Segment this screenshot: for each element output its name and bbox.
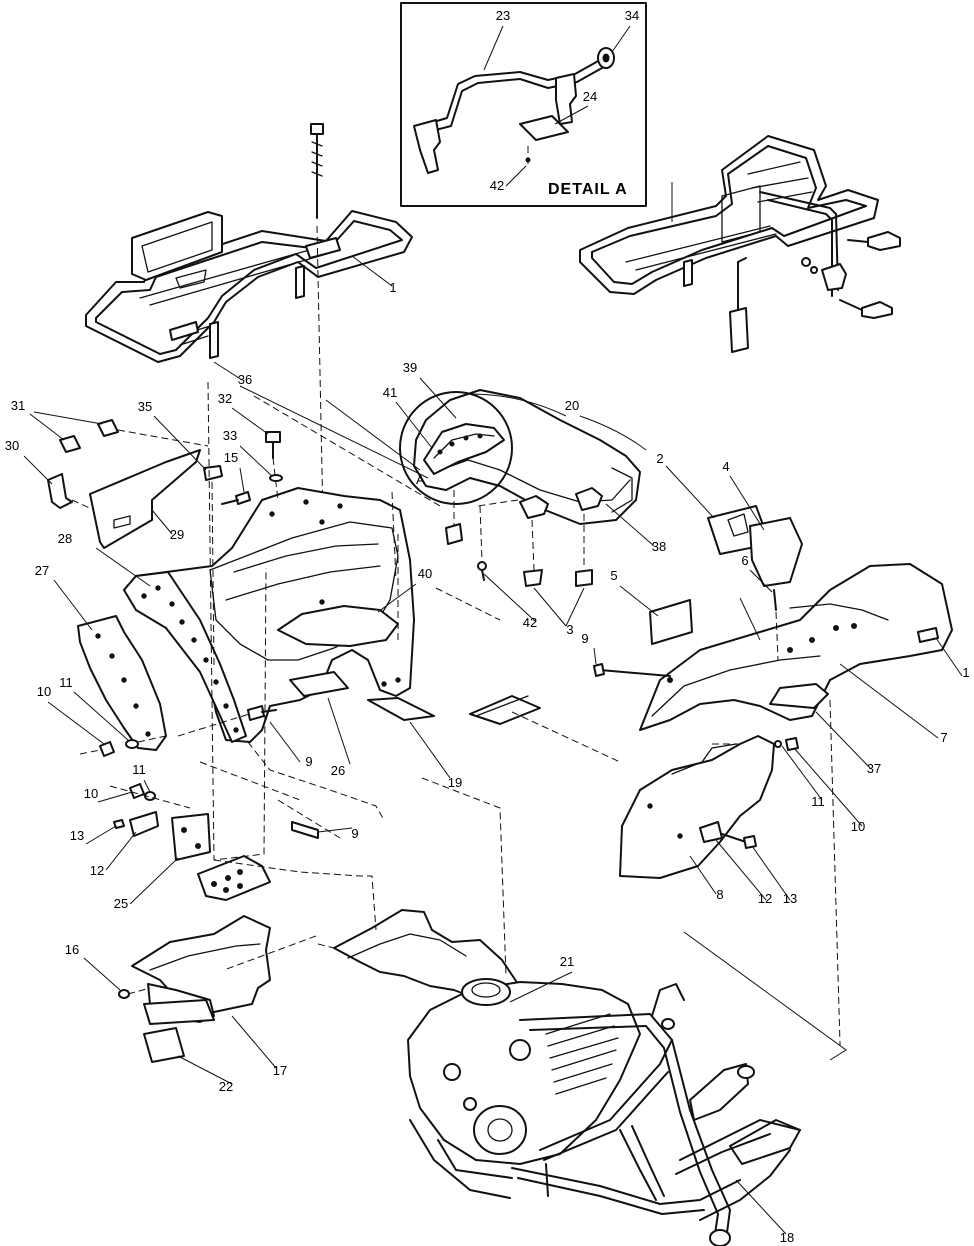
callout-c10c: 10 xyxy=(851,819,865,834)
callout-c7: 7 xyxy=(940,730,947,745)
callout-c13a: 13 xyxy=(70,828,84,843)
callout-c20: 20 xyxy=(565,398,579,413)
alignment-lines xyxy=(199,381,847,1061)
detail-a-title: DETAIL A xyxy=(548,181,628,198)
callout-c23: 23 xyxy=(496,8,510,23)
callout-c10a: 10 xyxy=(37,684,51,699)
callout-c9b: 9 xyxy=(305,754,312,769)
rear-fender-hardware xyxy=(23,407,283,905)
callout-c5: 5 xyxy=(610,568,617,583)
callout-c17: 17 xyxy=(273,1063,287,1078)
front-fender xyxy=(593,465,963,827)
callout-c32: 32 xyxy=(218,391,232,406)
callout-c18: 18 xyxy=(780,1230,794,1245)
callout-c13b: 13 xyxy=(783,891,797,906)
detail-a-marker: A xyxy=(416,472,425,487)
callout-c1b: 1 xyxy=(962,665,969,680)
callout-c1a: 1 xyxy=(389,280,396,295)
callout-c4: 4 xyxy=(722,459,729,474)
callout-c28: 28 xyxy=(58,531,72,546)
callout-c11b: 11 xyxy=(132,762,146,777)
fender-rivets xyxy=(141,499,401,733)
battery-box xyxy=(83,915,277,1085)
callout-c21: 21 xyxy=(560,954,574,969)
callout-c29: 29 xyxy=(170,527,184,542)
callout-c3: 3 xyxy=(566,622,573,637)
callout-c41: 41 xyxy=(383,385,397,400)
callout-c15: 15 xyxy=(224,450,238,465)
callout-c42b: 42 xyxy=(523,615,537,630)
callout-c33: 33 xyxy=(223,428,237,443)
rear-fender xyxy=(53,487,451,839)
callout-c2: 2 xyxy=(656,451,663,466)
callout-c36: 36 xyxy=(238,372,252,387)
callout-c39: 39 xyxy=(403,360,417,375)
rack-alternate-view xyxy=(579,135,901,353)
detail-a-inset: DETAIL A xyxy=(400,2,647,207)
callout-c6: 6 xyxy=(741,553,748,568)
seat: A xyxy=(239,377,655,627)
callout-c31: 31 xyxy=(11,398,25,413)
callout-c12b: 12 xyxy=(758,891,772,906)
frame-and-engine xyxy=(333,909,801,1246)
callout-c26: 26 xyxy=(331,763,345,778)
callout-c19: 19 xyxy=(448,775,462,790)
callout-c9c: 9 xyxy=(351,826,358,841)
callout-c38: 38 xyxy=(652,539,666,554)
callout-c22: 22 xyxy=(219,1079,233,1094)
callout-c42a: 42 xyxy=(490,178,504,193)
callout-c27: 27 xyxy=(35,563,49,578)
callout-c8: 8 xyxy=(716,887,723,902)
callout-c16: 16 xyxy=(65,942,79,957)
callout-c40: 40 xyxy=(418,566,432,581)
callout-c37: 37 xyxy=(867,761,881,776)
callout-c34: 34 xyxy=(625,8,639,23)
callout-c10b: 10 xyxy=(84,786,98,801)
rear-rack xyxy=(85,123,413,521)
callout-c24: 24 xyxy=(583,89,597,104)
callout-c35: 35 xyxy=(138,399,152,414)
callout-c25: 25 xyxy=(114,896,128,911)
callout-c12a: 12 xyxy=(90,863,104,878)
front-mud-flap xyxy=(469,695,791,901)
callout-c30: 30 xyxy=(5,438,19,453)
callout-c11c: 11 xyxy=(811,794,825,809)
callout-c9a: 9 xyxy=(581,631,588,646)
callout-c11a: 11 xyxy=(59,675,73,690)
